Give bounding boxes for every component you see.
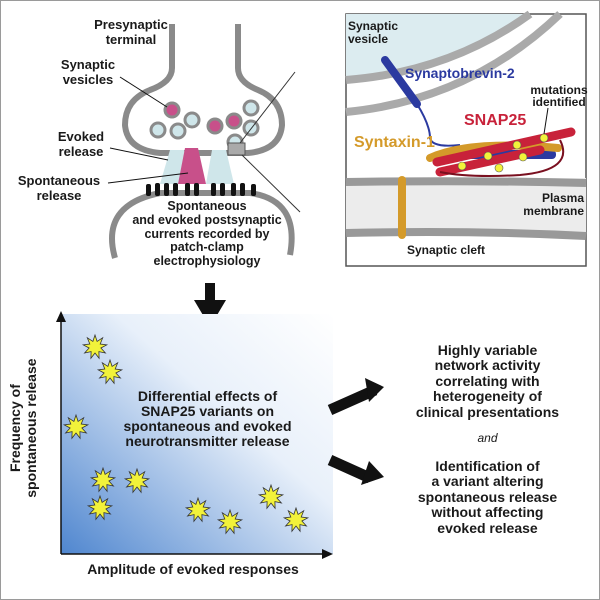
variant-star bbox=[282, 506, 310, 533]
mutation-markers bbox=[457, 133, 549, 173]
label-synaptic-vesicle: Synaptic vesicle bbox=[348, 19, 399, 46]
variant-star bbox=[216, 508, 244, 535]
synaptobrevin-helix bbox=[381, 56, 421, 108]
label-spontaneous-release: Spontaneous release bbox=[17, 173, 101, 203]
label-evoked-release: Evoked release bbox=[57, 129, 105, 159]
snap25-helix-1 bbox=[432, 127, 576, 167]
variant-stars bbox=[62, 333, 310, 535]
outcome-conjunction: and bbox=[477, 431, 498, 445]
variant-star bbox=[86, 494, 114, 521]
label-presynaptic-terminal: Presynaptic terminal bbox=[94, 17, 168, 47]
label-synaptic-cleft: Synaptic cleft bbox=[406, 243, 486, 257]
outcome-network-activity: Highly variable network activity correla… bbox=[415, 342, 560, 420]
zoom-box bbox=[227, 142, 246, 156]
spontaneous-release-plume bbox=[178, 148, 206, 184]
label-mutations-identified: mutations identified bbox=[530, 83, 588, 109]
arrow-to-outcome-1 bbox=[327, 384, 378, 416]
evoked-release-plume-2 bbox=[206, 150, 234, 184]
arrow-to-outcome-2 bbox=[327, 454, 373, 484]
label-synaptobrevin: Synaptobrevin-2 bbox=[405, 65, 515, 81]
variant-star bbox=[62, 413, 90, 440]
variant-star bbox=[184, 496, 212, 523]
plot-xlabel: Amplitude of evoked responses bbox=[87, 561, 299, 577]
label-syntaxin: Syntaxin-1 bbox=[354, 134, 435, 151]
plot-ylabel: Frequency of spontaneous release bbox=[6, 358, 39, 498]
plot-caption: Differential effects of SNAP25 variants … bbox=[123, 388, 292, 450]
label-postsynaptic-currents: Spontaneous and evoked postsynaptic curr… bbox=[132, 199, 282, 268]
variant-star bbox=[81, 333, 109, 360]
variant-star bbox=[96, 358, 124, 385]
label-snap25: SNAP25 bbox=[464, 112, 527, 129]
variant-star bbox=[89, 466, 117, 493]
label-plasma-membrane: Plasma membrane bbox=[523, 191, 584, 219]
variant-star bbox=[257, 483, 285, 510]
outcome-variant-identification: Identification of a variant altering spo… bbox=[417, 458, 558, 536]
label-synaptic-vesicles: Synaptic vesicles bbox=[60, 57, 116, 87]
variant-star bbox=[123, 467, 151, 494]
presynaptic-membrane bbox=[121, 24, 286, 156]
down-arrow bbox=[205, 283, 215, 303]
